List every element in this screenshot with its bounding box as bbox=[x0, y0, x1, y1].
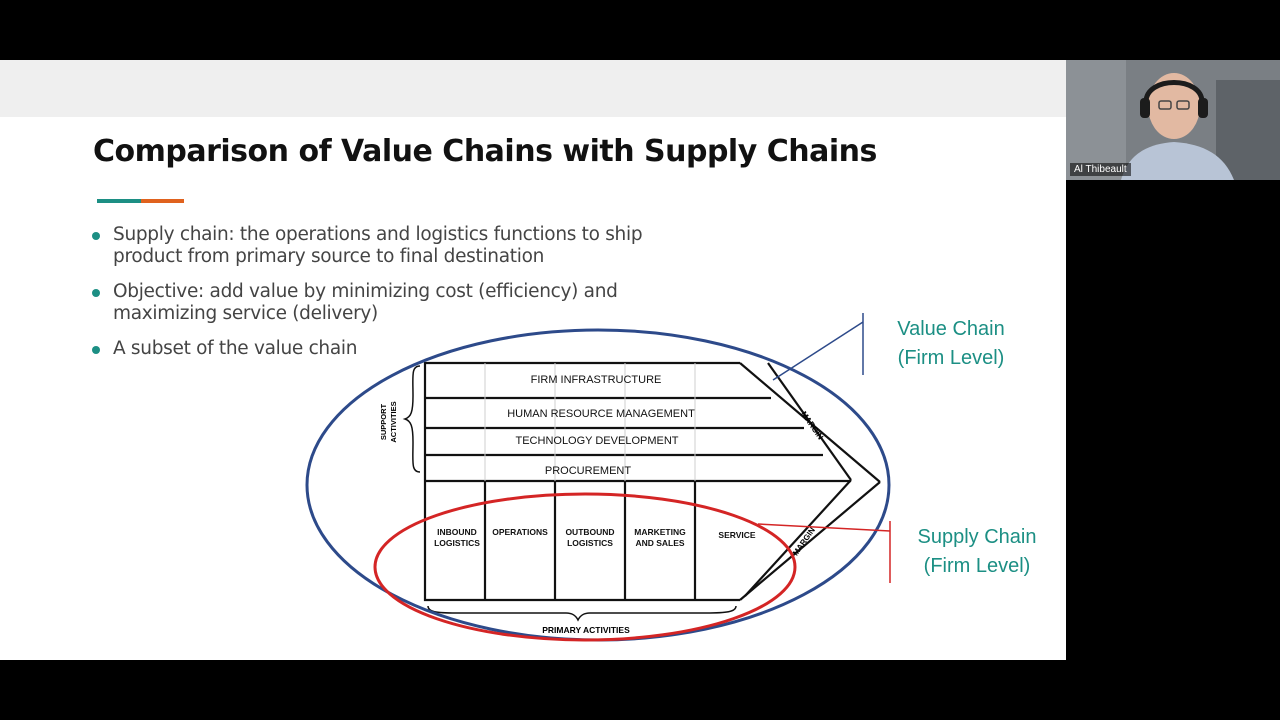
bullet-dot-icon bbox=[92, 289, 100, 297]
bullet-dot-icon bbox=[92, 346, 100, 354]
bullet-item: Supply chain: the operations and logisti… bbox=[92, 224, 692, 268]
supply-chain-callout-line2: (Firm Level) bbox=[923, 555, 1031, 577]
bullet-item: A subset of the value chain bbox=[92, 338, 692, 360]
support-activities-label: SUPPORT ACTIVITIES bbox=[379, 401, 398, 442]
bullet-list: Supply chain: the operations and logisti… bbox=[92, 224, 692, 373]
procurement-label: PROCUREMENT bbox=[545, 465, 631, 477]
glasses-right bbox=[1176, 100, 1190, 110]
outbound-logistics-label-1: OUTBOUND bbox=[565, 527, 614, 537]
title-accent-teal bbox=[97, 199, 141, 203]
bullet-item: Objective: add value by minimizing cost … bbox=[92, 281, 692, 325]
primary-activity-labels: INBOUND LOGISTICS OPERATIONS OUTBOUND LO… bbox=[434, 527, 756, 548]
support-brace bbox=[402, 365, 421, 473]
primary-activities-label: PRIMARY ACTIVITIES bbox=[542, 625, 630, 635]
technology-development-label: TECHNOLOGY DEVELOPMENT bbox=[516, 435, 679, 447]
outbound-logistics-label-2: LOGISTICS bbox=[567, 538, 613, 548]
presentation-slide: Comparison of Value Chains with Supply C… bbox=[0, 60, 1066, 660]
shirt bbox=[1121, 142, 1234, 180]
supply-chain-callout: Supply Chain (Firm Level) bbox=[904, 523, 1050, 581]
bullet-dot-icon bbox=[92, 232, 100, 240]
arrow-inner-bottom bbox=[744, 479, 852, 597]
supply-chain-pointer bbox=[757, 523, 891, 532]
inbound-logistics-label-1: INBOUND bbox=[437, 527, 477, 537]
bullet-text: Supply chain: the operations and logisti… bbox=[113, 224, 643, 267]
support-label-line1: SUPPORT bbox=[379, 403, 388, 440]
marketing-sales-label-2: AND SALES bbox=[635, 538, 684, 548]
headset-right-cup bbox=[1198, 98, 1208, 118]
arrow-inner-top bbox=[767, 362, 852, 481]
glasses-left bbox=[1158, 100, 1172, 110]
firm-infrastructure-label: FIRM INFRASTRUCTURE bbox=[531, 374, 662, 386]
hrm-label: HUMAN RESOURCE MANAGEMENT bbox=[507, 408, 695, 420]
marketing-sales-label-1: MARKETING bbox=[634, 527, 686, 537]
participant-name-label: Al Thibeault bbox=[1070, 163, 1131, 176]
participant-video bbox=[1066, 60, 1280, 180]
face bbox=[1148, 73, 1200, 139]
arrow-outer-bottom bbox=[739, 481, 881, 601]
value-chain-callout: Value Chain (Firm Level) bbox=[884, 315, 1018, 373]
bullet-text: Objective: add value by minimizing cost … bbox=[113, 281, 618, 324]
margin-label-top: MARGIN bbox=[799, 410, 825, 442]
support-label-line2: ACTIVITIES bbox=[389, 401, 398, 442]
primary-brace bbox=[427, 605, 737, 622]
faint-column-guides bbox=[484, 363, 696, 481]
support-activity-labels: FIRM INFRASTRUCTURE HUMAN RESOURCE MANAG… bbox=[507, 374, 695, 477]
inbound-logistics-label-2: LOGISTICS bbox=[434, 538, 480, 548]
title-accent-orange bbox=[141, 199, 184, 203]
operations-label: OPERATIONS bbox=[492, 527, 548, 537]
value-chain-pointer bbox=[772, 321, 864, 381]
slide-header-band bbox=[0, 60, 1066, 117]
value-chain-callout-line1: Value Chain bbox=[897, 318, 1005, 340]
bullet-text: A subset of the value chain bbox=[113, 338, 358, 359]
headset-icon bbox=[1143, 80, 1205, 103]
value-chain-diagram: SUPPORT ACTIVITIES FIRM INFRASTRUCTURE H… bbox=[305, 313, 891, 642]
supply-chain-callout-line1: Supply Chain bbox=[917, 526, 1037, 548]
value-chain-frame bbox=[423, 361, 881, 602]
slide-title: Comparison of Value Chains with Supply C… bbox=[93, 134, 877, 169]
headset-left-cup bbox=[1140, 98, 1150, 118]
value-chain-callout-line2: (Firm Level) bbox=[897, 347, 1005, 369]
service-label: SERVICE bbox=[718, 530, 755, 540]
supply-chain-ellipse bbox=[373, 492, 797, 642]
participant-video-tile[interactable]: Al Thibeault bbox=[1066, 60, 1280, 180]
